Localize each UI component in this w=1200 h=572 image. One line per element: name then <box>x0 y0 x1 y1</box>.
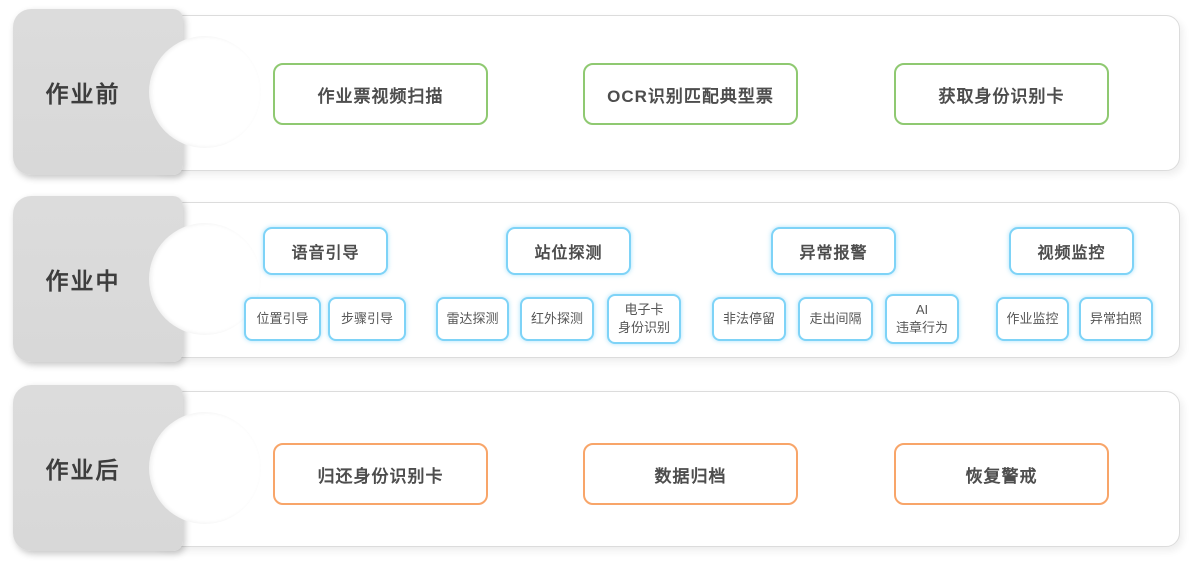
tab-during-work-notch <box>149 223 261 335</box>
node-return-id-card: 归还身份识别卡 <box>273 443 488 505</box>
node-radar-detection: 雷达探测 <box>436 297 509 341</box>
panel-post-work: 归还身份识别卡 数据归档 恢复警戒 <box>150 391 1180 547</box>
node-location-guidance: 位置引导 <box>244 297 321 341</box>
node-work-ticket-video-scan: 作业票视频扫描 <box>273 63 488 125</box>
node-ecard-identification: 电子卡 身份识别 <box>607 294 681 344</box>
node-abnormal-photo: 异常拍照 <box>1079 297 1153 341</box>
group-title-position-detection: 站位探测 <box>506 227 631 275</box>
node-acquire-id-card: 获取身份识别卡 <box>894 63 1109 125</box>
group-title-voice-guidance: 语音引导 <box>263 227 388 275</box>
node-ai-violation-behavior: AI 违章行为 <box>885 294 959 344</box>
node-ocr-match-typical-ticket: OCR识别匹配典型票 <box>583 63 798 125</box>
tab-pre-work-notch <box>149 36 261 148</box>
group-title-video-monitoring: 视频监控 <box>1009 227 1134 275</box>
group-title-abnormal-alarm: 异常报警 <box>771 227 896 275</box>
tab-post-work-label: 作业后 <box>45 457 121 483</box>
panel-pre-work: 作业票视频扫描 OCR识别匹配典型票 获取身份识别卡 <box>150 15 1180 171</box>
tab-post-work-notch <box>149 412 261 524</box>
node-infrared-detection: 红外探测 <box>520 297 594 341</box>
node-illegal-stay: 非法停留 <box>712 297 786 341</box>
node-step-guidance: 步骤引导 <box>328 297 406 341</box>
node-exit-interval: 走出间隔 <box>798 297 873 341</box>
tab-during-work-label: 作业中 <box>45 268 121 294</box>
node-resume-alert: 恢复警戒 <box>894 443 1109 505</box>
panel-during-work: 语音引导 站位探测 异常报警 视频监控 位置引导 步骤引导 雷达探测 红外探测 … <box>150 202 1180 358</box>
node-operation-monitoring: 作业监控 <box>996 297 1069 341</box>
tab-pre-work-label: 作业前 <box>45 81 121 107</box>
node-data-archiving: 数据归档 <box>583 443 798 505</box>
